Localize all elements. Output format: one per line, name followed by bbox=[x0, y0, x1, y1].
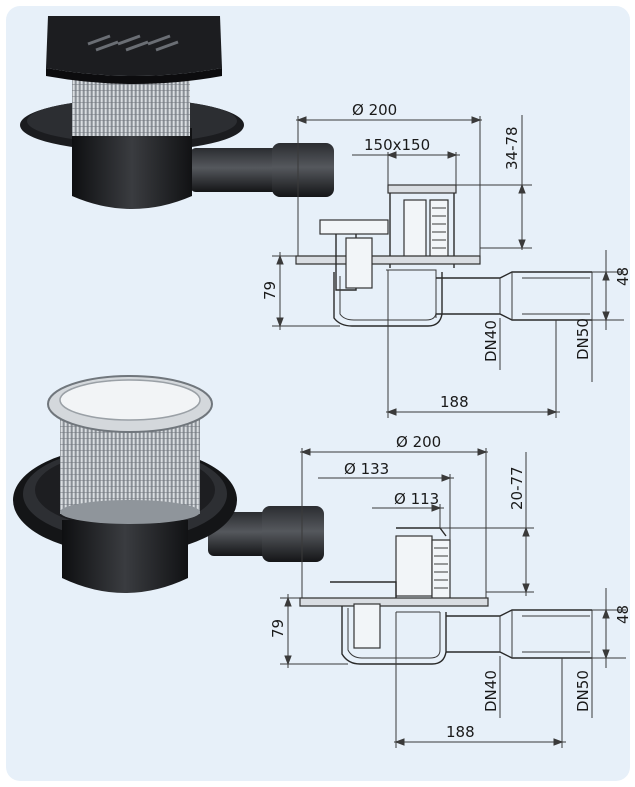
top-height-range-label: 34-78 bbox=[503, 126, 521, 170]
technical-drawing-bottom bbox=[299, 527, 593, 665]
product-photo-bottom bbox=[13, 375, 324, 593]
technical-drawing-top bbox=[295, 184, 593, 327]
bottom-outlet-size-label: DN50 bbox=[574, 670, 592, 712]
top-outlet-height-label: 48 bbox=[614, 267, 632, 286]
bottom-outlet-height-label: 48 bbox=[614, 605, 632, 624]
bottom-height-range-label: 20-77 bbox=[508, 466, 526, 510]
top-inlet-size-label: DN40 bbox=[482, 320, 500, 362]
bottom-length-label: 188 bbox=[446, 723, 475, 741]
top-outer-diameter-label: Ø 200 bbox=[352, 101, 397, 119]
top-length-label: 188 bbox=[440, 393, 469, 411]
top-body-height-label: 79 bbox=[261, 281, 279, 300]
bottom-outer-diameter-label: Ø 200 bbox=[396, 433, 441, 451]
bottom-body-height-label: 79 bbox=[269, 619, 287, 638]
bottom-flange-diameter-label: Ø 133 bbox=[344, 460, 389, 478]
dimension-lines-bottom bbox=[280, 448, 626, 748]
bottom-inlet-size-label: DN40 bbox=[482, 670, 500, 712]
top-outlet-size-label: DN50 bbox=[574, 318, 592, 360]
dimension-lines-top bbox=[272, 115, 624, 418]
top-grate-size-label: 150x150 bbox=[364, 136, 430, 154]
product-photo-top bbox=[20, 16, 334, 209]
bottom-inner-diameter-label: Ø 113 bbox=[394, 490, 439, 508]
